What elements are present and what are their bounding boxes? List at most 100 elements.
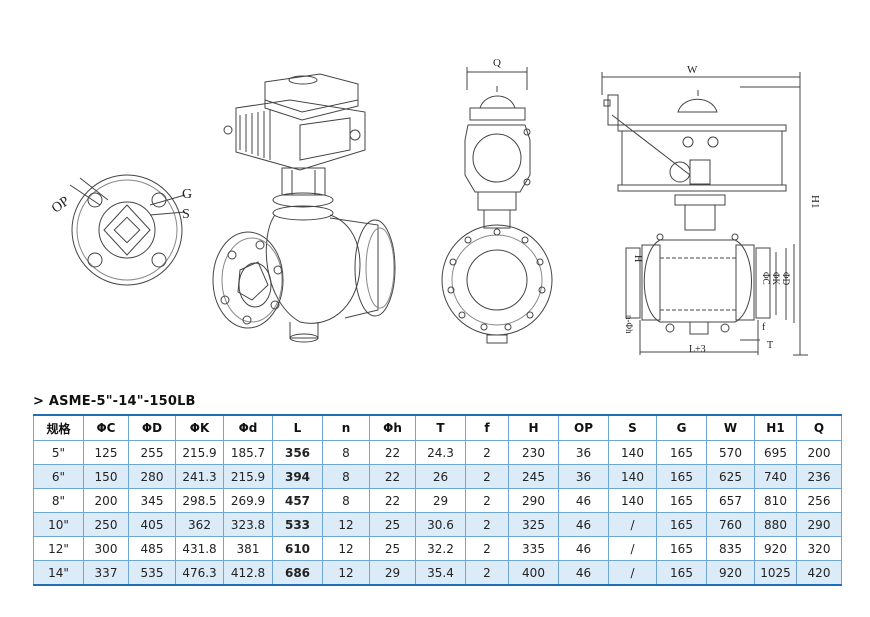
label-h1: H1 [809,195,821,208]
table-cell: 570 [706,440,755,465]
table-cell: 29 [415,488,466,513]
table-cell: 657 [706,488,755,513]
table-cell: 8 [322,440,370,465]
section-title: > ASME-5"-14"-150LB [33,394,196,409]
table-cell: 32.2 [415,536,466,561]
table-row: 5" 125 255 215.9 185.7 356 8 22 24.3 2 2… [33,440,842,465]
valve-side-view [441,67,553,344]
table-cell: 1025 [754,560,797,586]
table-cell: 810 [754,488,797,513]
table-header-row: 规格 ΦC ΦD ΦK Φd L n Φh T f H OP S G W H1 … [33,414,842,441]
table-cell: 290 [508,488,559,513]
table-cell: 2 [465,512,509,537]
table-cell: 165 [656,440,707,465]
label-op: OP [49,194,72,217]
label-q: Q [493,57,501,69]
table-cell: 695 [754,440,797,465]
label-c: ΦC [761,272,771,285]
table-cell: 25 [369,512,416,537]
table-cell: 8 [322,488,370,513]
table-cell: 241.3 [175,464,224,489]
table-cell: 245 [508,464,559,489]
label-g: G [182,187,192,202]
table-cell: 335 [508,536,559,561]
table-cell: 485 [128,536,176,561]
table-cell: 610 [272,536,323,561]
table-cell: 412.8 [223,560,273,586]
table-cell: 29 [369,560,416,586]
table-cell: 165 [656,488,707,513]
table-cell: 230 [508,440,559,465]
table-cell: 46 [558,488,609,513]
header-cell: Q [796,414,842,441]
table-cell: 256 [796,488,842,513]
table-cell: 200 [796,440,842,465]
label-w: W [687,64,698,76]
table-cell: 6" [33,464,84,489]
table-cell: 215.9 [223,464,273,489]
table-cell: 140 [608,440,657,465]
label-nh: n-Φh [624,315,634,334]
table-cell: 280 [128,464,176,489]
technical-drawing: OP G S [49,57,821,356]
table-cell: 300 [83,536,129,561]
table-cell: 625 [706,464,755,489]
table-cell: 740 [754,464,797,489]
table-cell: / [608,512,657,537]
header-cell: OP [558,414,609,441]
table-row: 10" 250 405 362 323.8 533 12 25 30.6 2 3… [33,512,842,537]
table-cell: 12 [322,560,370,586]
header-cell: ΦK [175,414,224,441]
header-cell: H [508,414,559,441]
table-cell: 2 [465,536,509,561]
table-cell: 381 [223,536,273,561]
table-cell: 22 [369,464,416,489]
table-cell: 686 [272,560,323,586]
table-cell: 215.9 [175,440,224,465]
table-cell: 12 [322,536,370,561]
table-cell: 269.9 [223,488,273,513]
table-cell: 250 [83,512,129,537]
table-cell: 12 [322,512,370,537]
table-cell: 405 [128,512,176,537]
table-row: 6" 150 280 241.3 215.9 394 8 22 26 2 245… [33,464,842,489]
table-cell: 165 [656,536,707,561]
table-row: 14" 337 535 476.3 412.8 686 12 29 35.4 2… [33,560,842,586]
table-cell: 30.6 [415,512,466,537]
table-cell: 36 [558,464,609,489]
header-cell: n [322,414,370,441]
table-cell: 835 [706,536,755,561]
label-t: T [767,340,773,351]
label-l3: L±3 [689,344,706,355]
table-cell: 46 [558,512,609,537]
label-f: f [762,322,766,333]
table-cell: 35.4 [415,560,466,586]
table-cell: 345 [128,488,176,513]
table-cell: 200 [83,488,129,513]
table-cell: 880 [754,512,797,537]
flange-top-view [69,174,186,286]
table-cell: 5" [33,440,84,465]
table-cell: 394 [272,464,323,489]
table-cell: 14" [33,560,84,586]
label-k: ΦK [771,272,781,286]
table-cell: 36 [558,440,609,465]
table-cell: 26 [415,464,466,489]
table-cell: / [608,536,657,561]
table-cell: 760 [706,512,755,537]
table-cell: 24.3 [415,440,466,465]
header-cell: Φd [223,414,273,441]
table-cell: 2 [465,488,509,513]
table-cell: 457 [272,488,323,513]
table-cell: 8" [33,488,84,513]
header-cell: f [465,414,509,441]
table-cell: 290 [796,512,842,537]
table-cell: 2 [465,560,509,586]
table-cell: 46 [558,536,609,561]
table-cell: 298.5 [175,488,224,513]
table-cell: 356 [272,440,323,465]
table-cell: 25 [369,536,416,561]
table-cell: 150 [83,464,129,489]
table-cell: 165 [656,512,707,537]
valve-front-view [601,72,808,356]
